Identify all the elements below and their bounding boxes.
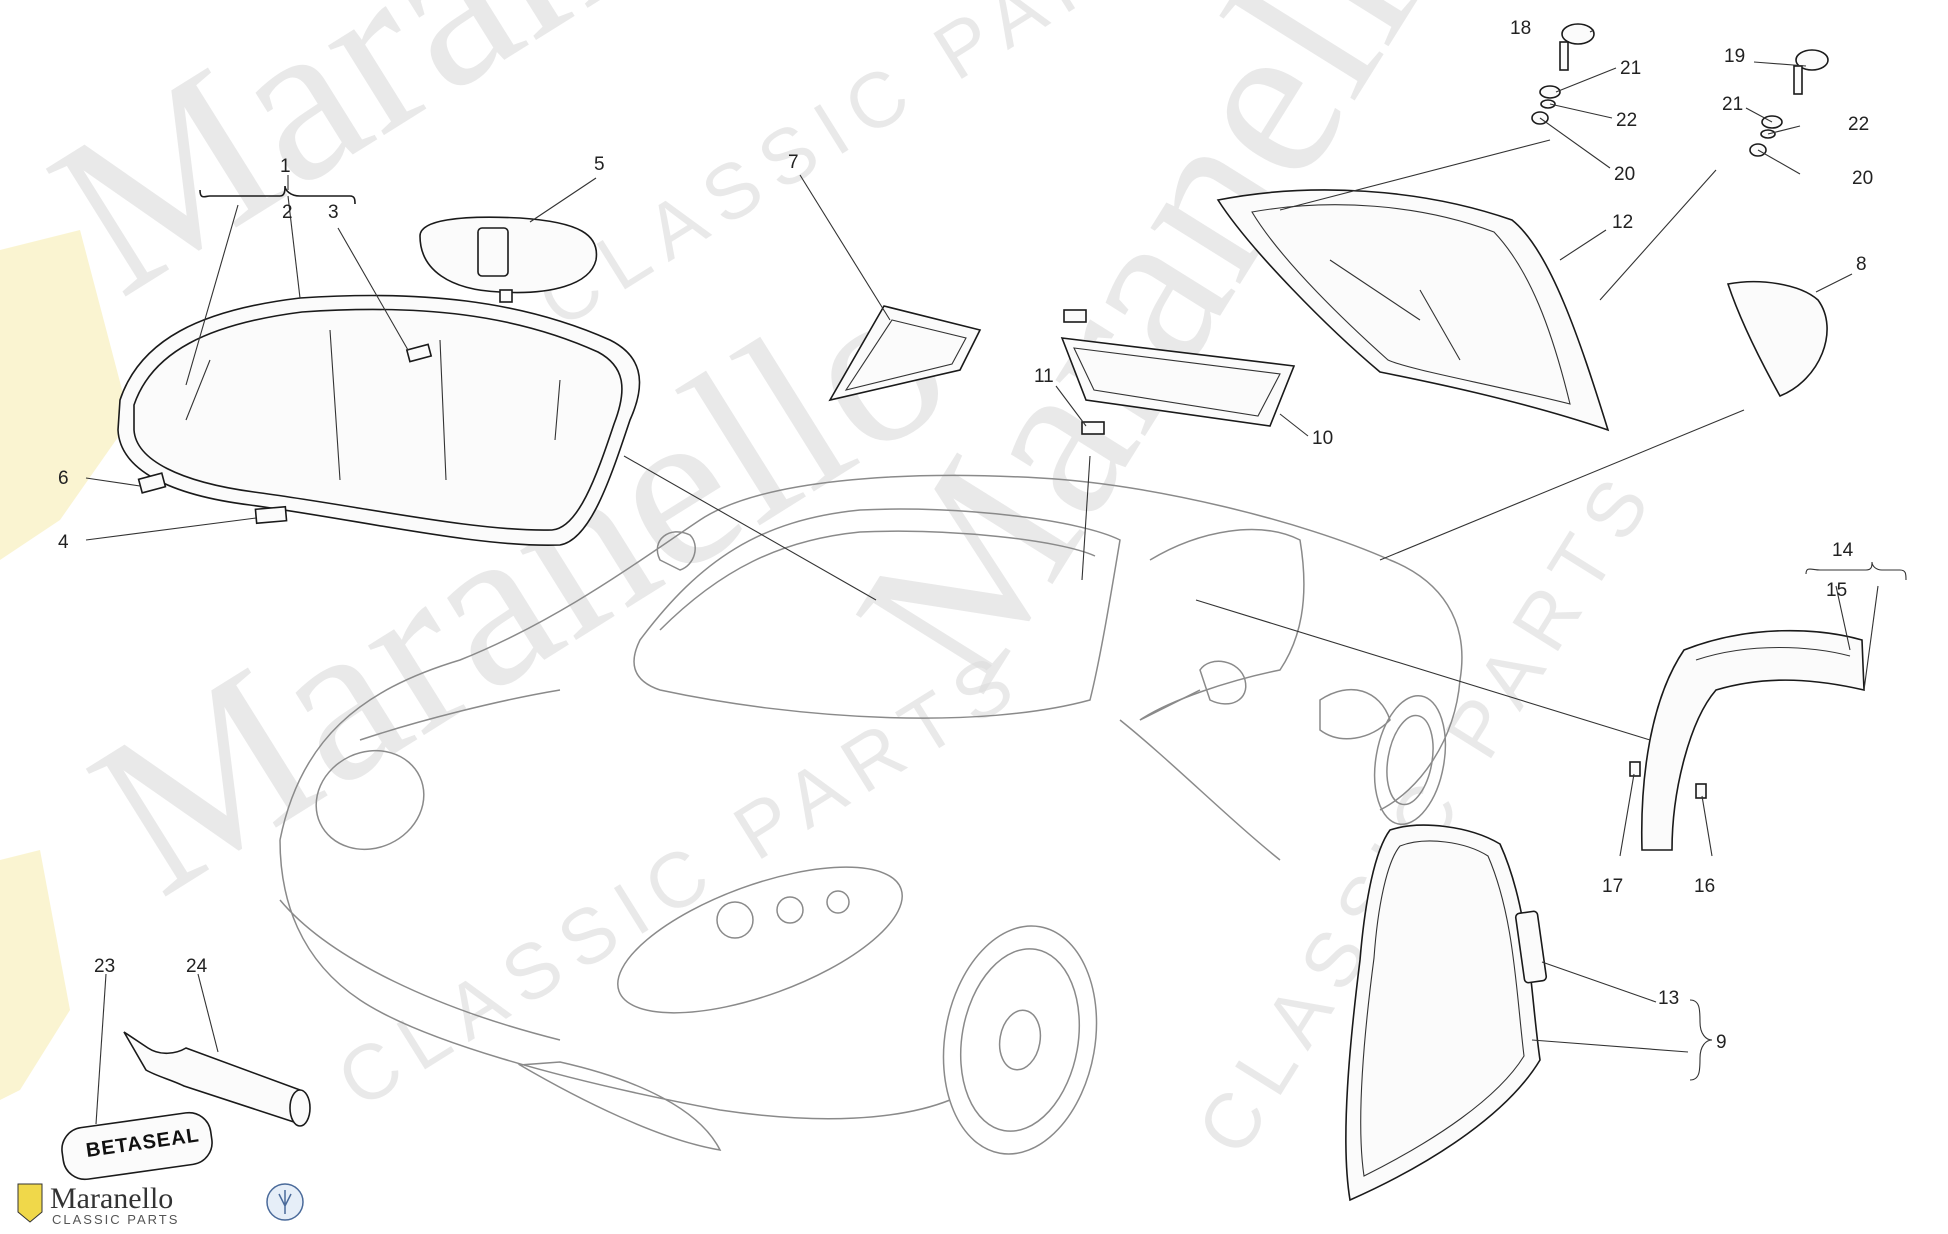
car-body-outline [279,474,1463,1155]
callout-22a: 22 [1616,110,1637,131]
brand-sub: CLASSIC PARTS [52,1212,179,1227]
callout-10: 10 [1312,428,1333,449]
callout-21b: 21 [1722,94,1743,115]
callout-labels: 1 2 3 4 5 6 7 8 9 10 11 12 13 14 15 16 1… [58,18,1873,1053]
windscreen-assembly [117,185,641,547]
ferrari-shield-watermark [0,230,130,1100]
callout-4: 4 [58,532,69,553]
callout-9: 9 [1716,1032,1727,1053]
callout-3: 3 [328,202,339,223]
rear-window-10 [1060,309,1296,435]
callout-2: 2 [282,202,293,223]
trim-strip-14 [1629,629,1865,851]
sealant-tube-23: BETASEAL [61,1111,213,1181]
callout-13: 13 [1658,988,1679,1009]
callout-14: 14 [1832,540,1854,561]
callout-21a: 21 [1620,58,1641,79]
brand-footer: Maranello CLASSIC PARTS [17,1182,304,1227]
fastener-18-20-21-22 [1531,23,1595,125]
callout-16: 16 [1694,876,1715,897]
callout-7: 7 [788,152,799,173]
callout-8: 8 [1856,254,1867,275]
callout-24: 24 [186,956,208,977]
callout-1: 1 [280,156,291,177]
callout-6: 6 [58,468,69,489]
quarter-glass-7 [828,305,982,402]
callout-5: 5 [594,154,605,175]
callout-20a: 20 [1614,164,1635,185]
ferrari-shield-icon [17,1183,43,1223]
callout-15: 15 [1826,580,1847,601]
callout-19: 19 [1724,46,1745,67]
windscreen-glass [117,294,641,547]
callout-22b: 22 [1848,114,1869,135]
rear-view-mirror [419,216,598,303]
callout-11: 11 [1034,366,1054,387]
callout-17: 17 [1602,876,1623,897]
sealant-cartridge-24 [123,1031,311,1127]
callout-23: 23 [94,956,115,977]
engine-cover-glass-12 [1216,189,1610,432]
callout-12: 12 [1612,212,1633,233]
callout-18: 18 [1510,18,1531,39]
callout-20b: 20 [1852,168,1873,189]
rear-quarter-glass-8 [1726,280,1828,398]
door-seal-9 [1345,824,1548,1202]
leader-lines [85,29,1907,1125]
fastener-19-20-21-22 [1749,49,1829,157]
brand-name: Maranello [50,1182,173,1215]
